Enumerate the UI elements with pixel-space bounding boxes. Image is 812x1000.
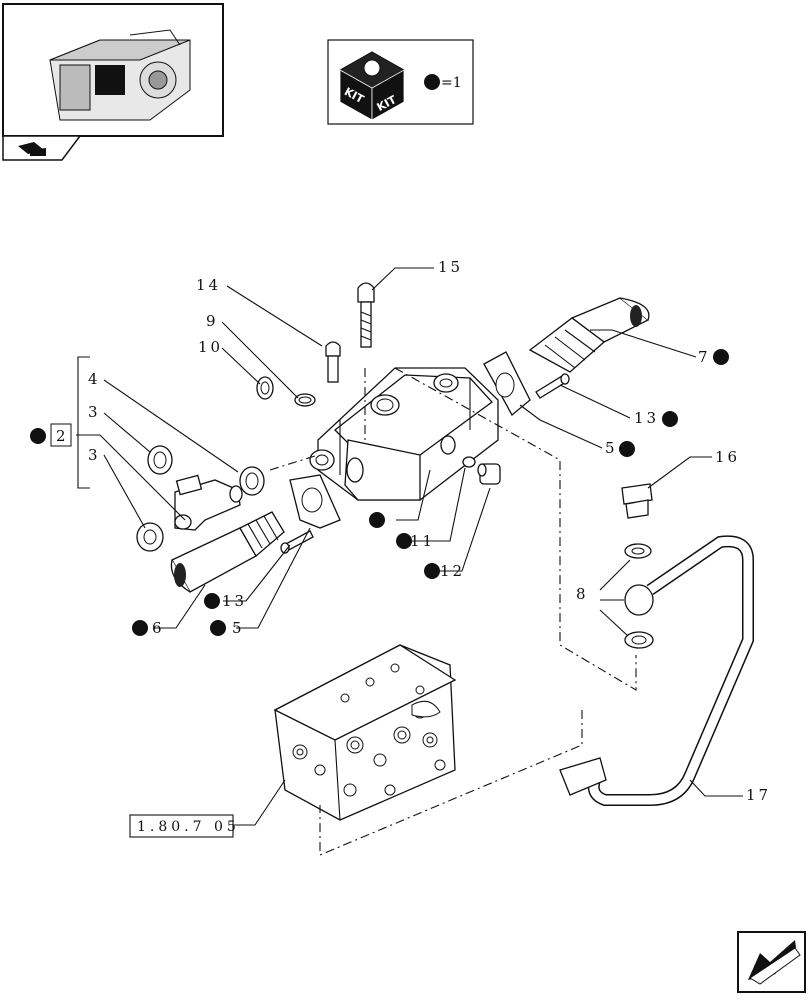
alignment-line-3 (269, 454, 319, 471)
reference-box (129, 814, 234, 838)
pipe-17 (559, 535, 754, 806)
kit-dot-7 (713, 349, 729, 365)
kit-dot (424, 74, 440, 90)
callout-2-box (50, 423, 72, 447)
callout-13-right[interactable]: 13 (634, 409, 659, 427)
kit-dot-11 (396, 533, 412, 549)
callout-14[interactable]: 14 (196, 276, 221, 294)
callout-4[interactable]: 4 (88, 370, 101, 388)
callout-6[interactable]: 6 (152, 619, 165, 637)
callout-7[interactable]: 7 (698, 348, 711, 366)
callout-15[interactable]: 15 (438, 258, 463, 276)
callout-16[interactable]: 16 (715, 448, 740, 466)
screw-14 (325, 341, 341, 383)
manifold-block (273, 644, 457, 821)
transmission-housing-thumbnail[interactable] (2, 3, 224, 137)
callout-5-left[interactable]: 5 (232, 619, 245, 637)
valve-body (309, 367, 499, 501)
callout-12[interactable]: 12 (440, 562, 465, 580)
gasket-5-right (483, 351, 531, 417)
solenoid-7 (528, 297, 650, 373)
callout-9[interactable]: 9 (206, 312, 219, 330)
group-bracket (77, 356, 90, 489)
kit-dot-5-left (210, 620, 226, 636)
callout-8[interactable]: 8 (576, 585, 589, 603)
kit-dot-5-right (619, 441, 635, 457)
solenoid-6 (170, 511, 285, 593)
gasket-5-left (289, 474, 341, 529)
plug-12 (477, 463, 501, 485)
kit-dot-13-left (204, 593, 220, 609)
callout-17[interactable]: 17 (746, 786, 771, 804)
callout-5-right[interactable]: 5 (605, 439, 618, 457)
callout-2[interactable]: 2 (56, 427, 69, 445)
kit-legend: KIT KIT =1 (327, 39, 474, 125)
kit-dot-6 (132, 620, 148, 636)
kit-dot-12 (424, 563, 440, 579)
fitting-16 (621, 483, 653, 519)
elbow-valve-2 (174, 474, 243, 531)
screw-15 (357, 282, 375, 348)
callout-10[interactable]: 10 (198, 338, 223, 356)
prev-page-tab-icon[interactable] (2, 135, 82, 161)
leader-lines (76, 267, 743, 826)
reference-label[interactable]: 1.80.7 05 (137, 819, 240, 835)
kit-dot-13-right (662, 411, 678, 427)
next-page-arrow-icon[interactable] (737, 931, 806, 993)
kit-equals: =1 (441, 75, 462, 91)
callout-3-lower[interactable]: 3 (88, 446, 101, 464)
kit-dot-1[interactable] (369, 512, 385, 528)
banjo-8 (624, 584, 654, 616)
callout-11[interactable]: 11 (410, 532, 435, 550)
callout-3-upper[interactable]: 3 (88, 403, 101, 421)
pin-13-right (535, 373, 570, 399)
ring-11 (462, 456, 476, 468)
callout-13-left[interactable]: 13 (222, 592, 247, 610)
kit-dot-2 (30, 428, 46, 444)
alignment-line-4 (319, 710, 583, 856)
